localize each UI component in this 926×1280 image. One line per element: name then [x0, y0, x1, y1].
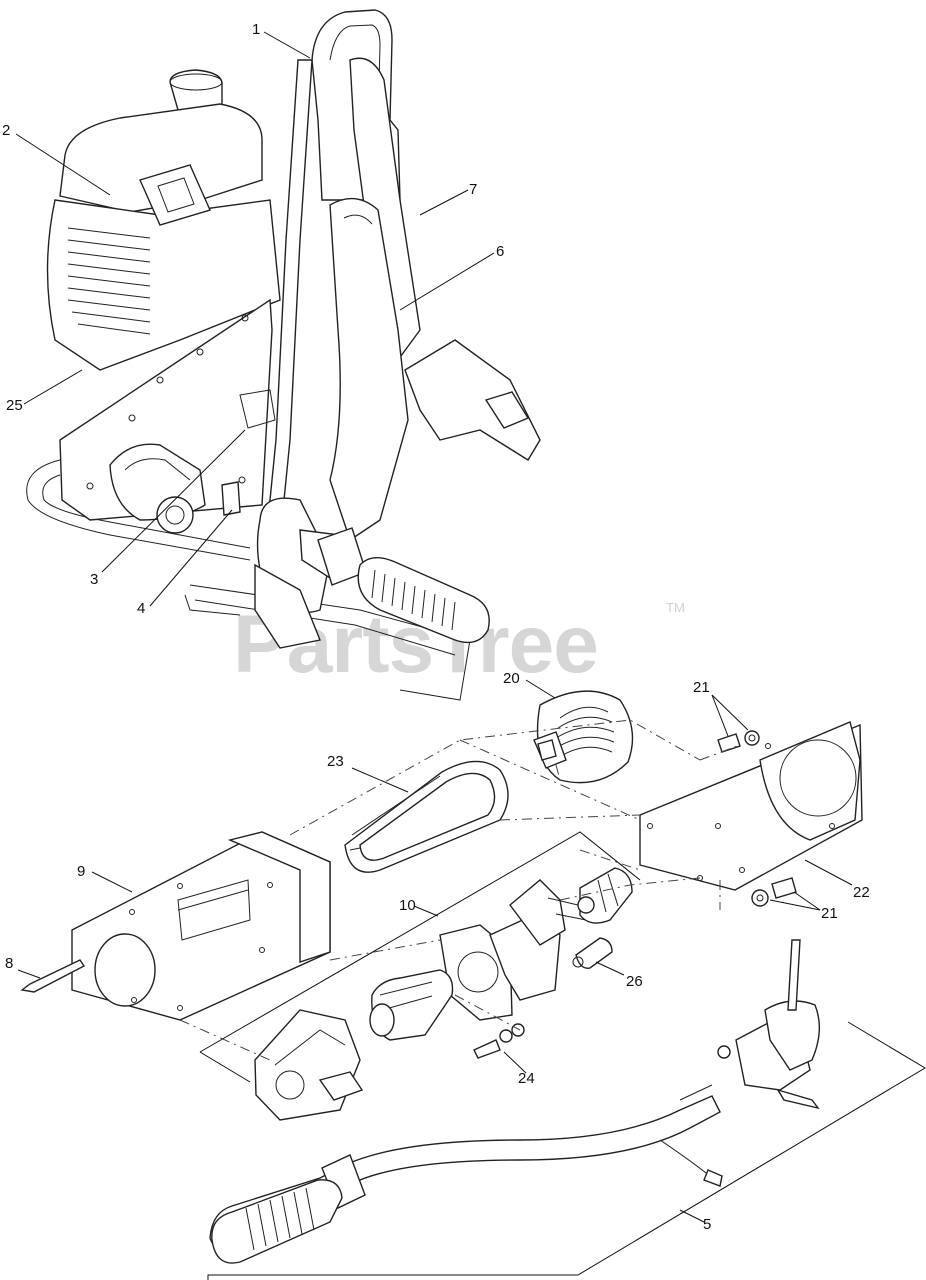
callout-26: 26 [626, 973, 643, 990]
callout-5: 5 [703, 1216, 711, 1233]
callout-1: 1 [252, 21, 260, 38]
callout-24: 24 [518, 1070, 535, 1087]
leader-lines [15, 31, 853, 1223]
callout-10: 10 [399, 897, 416, 914]
bearing-26 [572, 937, 613, 969]
callout-2: 2 [2, 122, 10, 139]
drive-belt [344, 760, 509, 873]
callout-9: 9 [77, 863, 85, 880]
swivel-clamp [717, 939, 820, 1110]
upper-handle [317, 527, 490, 644]
callout-20: 20 [503, 670, 520, 687]
callout-23: 23 [327, 753, 344, 770]
callout-8: 8 [5, 955, 13, 972]
group-brackets [199, 831, 926, 1280]
callout-21-lower: 21 [821, 905, 838, 922]
callout-4: 4 [137, 600, 145, 617]
callout-21-upper: 21 [693, 679, 710, 696]
screw-8 [20, 959, 86, 993]
pulley [533, 690, 634, 784]
lower-handle-grip [211, 1154, 366, 1264]
callout-3: 3 [90, 571, 98, 588]
belt-guard-cover [71, 831, 331, 1021]
assembly-lines [179, 719, 741, 1061]
engine-assembly [46, 69, 281, 534]
callout-labels: 1 2 25 7 6 3 4 20 21 23 22 21 9 10 8 26 … [2, 21, 870, 1233]
callout-6: 6 [496, 243, 504, 260]
mounting-plate-22 [639, 721, 863, 891]
callout-22: 22 [853, 884, 870, 901]
watermark-trademark: TM [666, 600, 685, 615]
fan-hub [369, 969, 454, 1041]
callout-25: 25 [6, 397, 23, 414]
bolt-24-washers [473, 1023, 525, 1059]
fasteners-21 [717, 730, 797, 907]
throttle-housing [254, 1009, 364, 1121]
callout-7: 7 [469, 181, 477, 198]
